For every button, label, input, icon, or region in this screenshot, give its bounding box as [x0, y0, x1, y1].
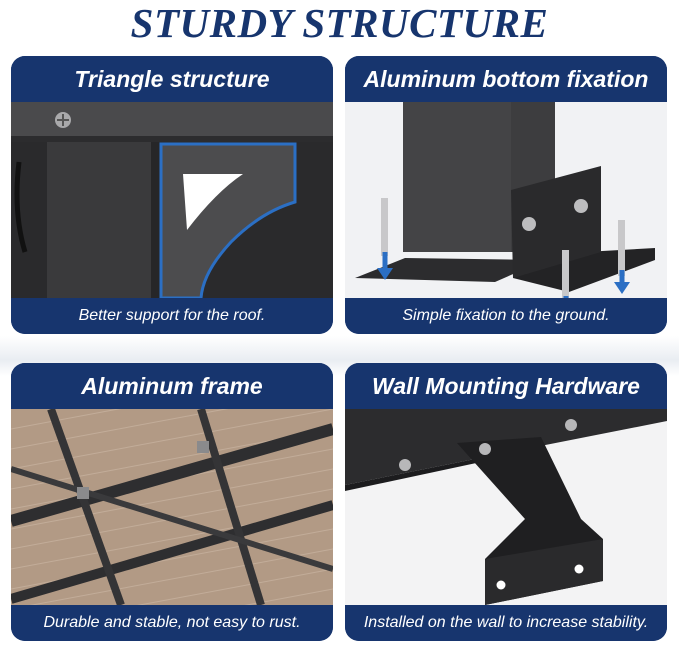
bottom-fixation-photo: [345, 102, 667, 298]
panel-wall-mounting: Wall Mounting Hardware Installed on the …: [345, 363, 667, 641]
panel-aluminum-frame: Aluminum frame Durable and stable, not e…: [11, 363, 333, 641]
panel-title: Triangle structure: [11, 56, 333, 102]
page-title: STURDY STRUCTURE: [130, 0, 549, 46]
panel-caption: Better support for the roof.: [11, 298, 333, 334]
aluminum-frame-photo: [11, 409, 333, 605]
panel-title: Wall Mounting Hardware: [345, 363, 667, 409]
panel-caption: Installed on the wall to increase stabil…: [345, 605, 667, 641]
panel-title: Aluminum frame: [11, 363, 333, 409]
triangle-bracket-photo: [11, 102, 333, 298]
panel-title: Aluminum bottom fixation: [345, 56, 667, 102]
panel-triangle-structure: Triangle structure Better support for th…: [11, 56, 333, 334]
wall-mount-photo: [345, 409, 667, 605]
panel-bottom-fixation: Aluminum bottom fixation Sim: [345, 56, 667, 334]
panel-caption: Durable and stable, not easy to rust.: [11, 605, 333, 641]
panel-caption: Simple fixation to the ground.: [345, 298, 667, 334]
